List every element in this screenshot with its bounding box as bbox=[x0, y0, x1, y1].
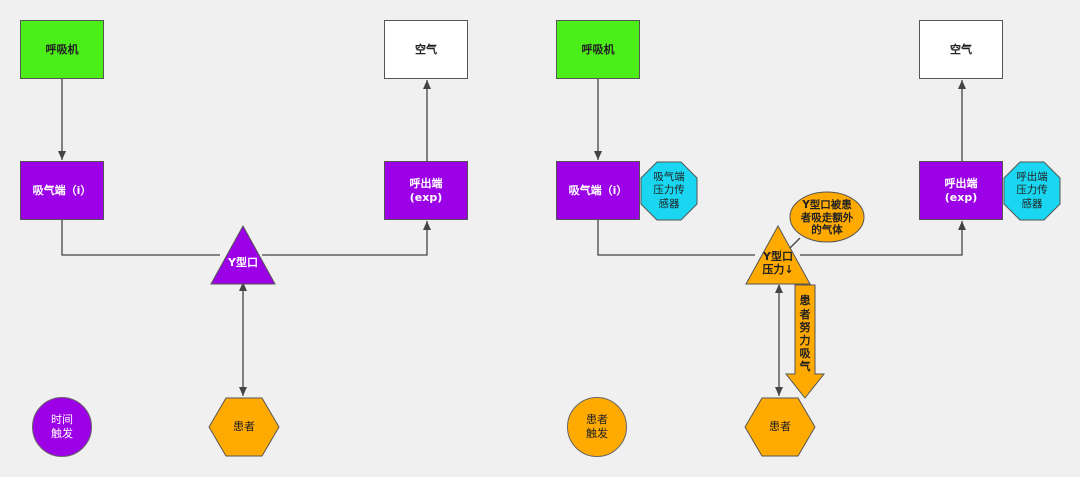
inspiratory-sensor-label: 吸气端 压力传 感器 bbox=[653, 171, 685, 210]
air-box: 空气 bbox=[919, 20, 1003, 79]
patient-label: 患者 bbox=[769, 420, 791, 434]
ventilator-box: 呼吸机 bbox=[556, 20, 640, 79]
expiratory-label-line2: (exp) bbox=[944, 190, 978, 204]
inspiratory-label: 吸气端（i） bbox=[568, 183, 628, 197]
trigger-line2: 触发 bbox=[51, 427, 73, 440]
inspiratory-port-box: 吸气端（i） bbox=[20, 161, 104, 220]
callout-text: Y型口被患 者吸走额外 的气体 bbox=[800, 199, 854, 237]
patient-effort-label: 患 者 努 力 吸 气 bbox=[799, 294, 811, 374]
expiratory-label-line2: (exp) bbox=[409, 190, 443, 204]
callout-bubble bbox=[789, 191, 865, 243]
expiratory-label-line1: 呼出端 bbox=[409, 176, 443, 190]
ventilator-label: 呼吸机 bbox=[581, 42, 615, 56]
edge-inspiratory-to-ypiece bbox=[597, 220, 755, 256]
callout-pointer bbox=[789, 237, 801, 249]
patient-effort-arrow bbox=[784, 284, 826, 399]
edge-inspiratory-to-ypiece bbox=[61, 220, 220, 256]
inspiratory-port-box: 吸气端（i） bbox=[556, 161, 640, 220]
y-piece-label: Y型口 bbox=[228, 256, 258, 270]
y-piece-label: Y型口 压力↓ bbox=[762, 250, 794, 276]
y-piece-triangle bbox=[745, 224, 811, 285]
trigger-line1: 时间 bbox=[51, 413, 73, 427]
inspiratory-label: 吸气端（i） bbox=[32, 183, 92, 197]
patient-hexagon bbox=[744, 397, 816, 457]
air-label: 空气 bbox=[950, 42, 972, 56]
patient-label: 患者 bbox=[233, 420, 255, 434]
edge-ypiece-to-expiratory bbox=[262, 221, 431, 256]
air-label: 空气 bbox=[415, 42, 437, 56]
inspiratory-sensor-octagon bbox=[640, 161, 698, 221]
expiratory-sensor-label: 呼出端 压力传 感器 bbox=[1016, 171, 1048, 210]
ventilator-label: 呼吸机 bbox=[45, 42, 79, 56]
expiratory-port-box: 呼出端 (exp) bbox=[384, 161, 468, 220]
trigger-line1: 患者 bbox=[586, 413, 608, 427]
time-trigger-badge: 时间 触发 bbox=[32, 397, 92, 457]
patient-trigger-badge: 患者 触发 bbox=[567, 397, 627, 457]
air-box: 空气 bbox=[384, 20, 468, 79]
ventilator-box: 呼吸机 bbox=[20, 20, 104, 79]
expiratory-label-line1: 呼出端 bbox=[944, 176, 978, 190]
trigger-line2: 触发 bbox=[586, 427, 608, 440]
y-piece-triangle bbox=[210, 224, 276, 285]
expiratory-port-box: 呼出端 (exp) bbox=[919, 161, 1003, 220]
expiratory-sensor-octagon bbox=[1003, 161, 1061, 221]
patient-hexagon bbox=[208, 397, 280, 457]
edge-ypiece-to-expiratory bbox=[800, 221, 966, 256]
